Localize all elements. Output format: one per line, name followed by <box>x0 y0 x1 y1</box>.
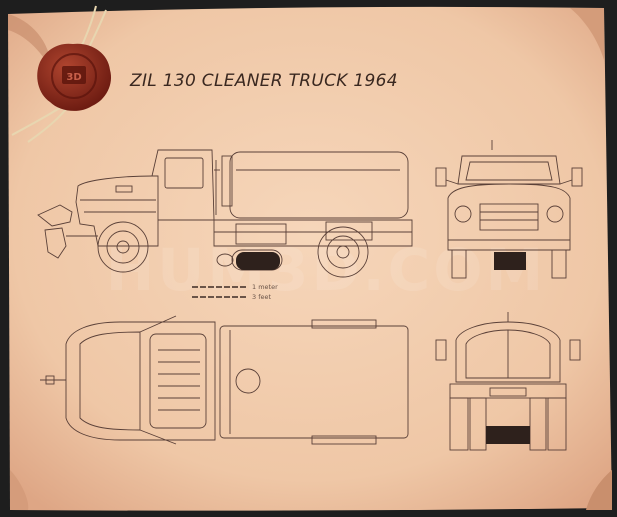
rear-view <box>435 312 581 451</box>
watermark: HUM3D.COM <box>106 236 546 304</box>
paper-sheet <box>8 6 612 511</box>
curl-bottom-right <box>586 470 612 510</box>
side-view <box>37 149 413 278</box>
brush-roller <box>236 252 280 270</box>
page-title: ZIL 130 CLEANER TRUCK 1964 <box>130 71 398 91</box>
curl-top-left <box>8 14 52 70</box>
wax-seal: 3D <box>37 43 112 111</box>
curl-top-right <box>570 8 604 60</box>
top-view <box>40 315 409 445</box>
scale-label-metric: 1 meter <box>252 283 278 291</box>
front-view-roller <box>494 252 526 270</box>
scale-bars <box>192 286 246 298</box>
rear-view-roller <box>486 426 530 444</box>
scale-label-imperial: 3 feet <box>252 293 272 301</box>
svg-text:3D: 3D <box>66 72 81 83</box>
front-view <box>435 140 583 279</box>
curl-bottom-left <box>10 470 29 510</box>
